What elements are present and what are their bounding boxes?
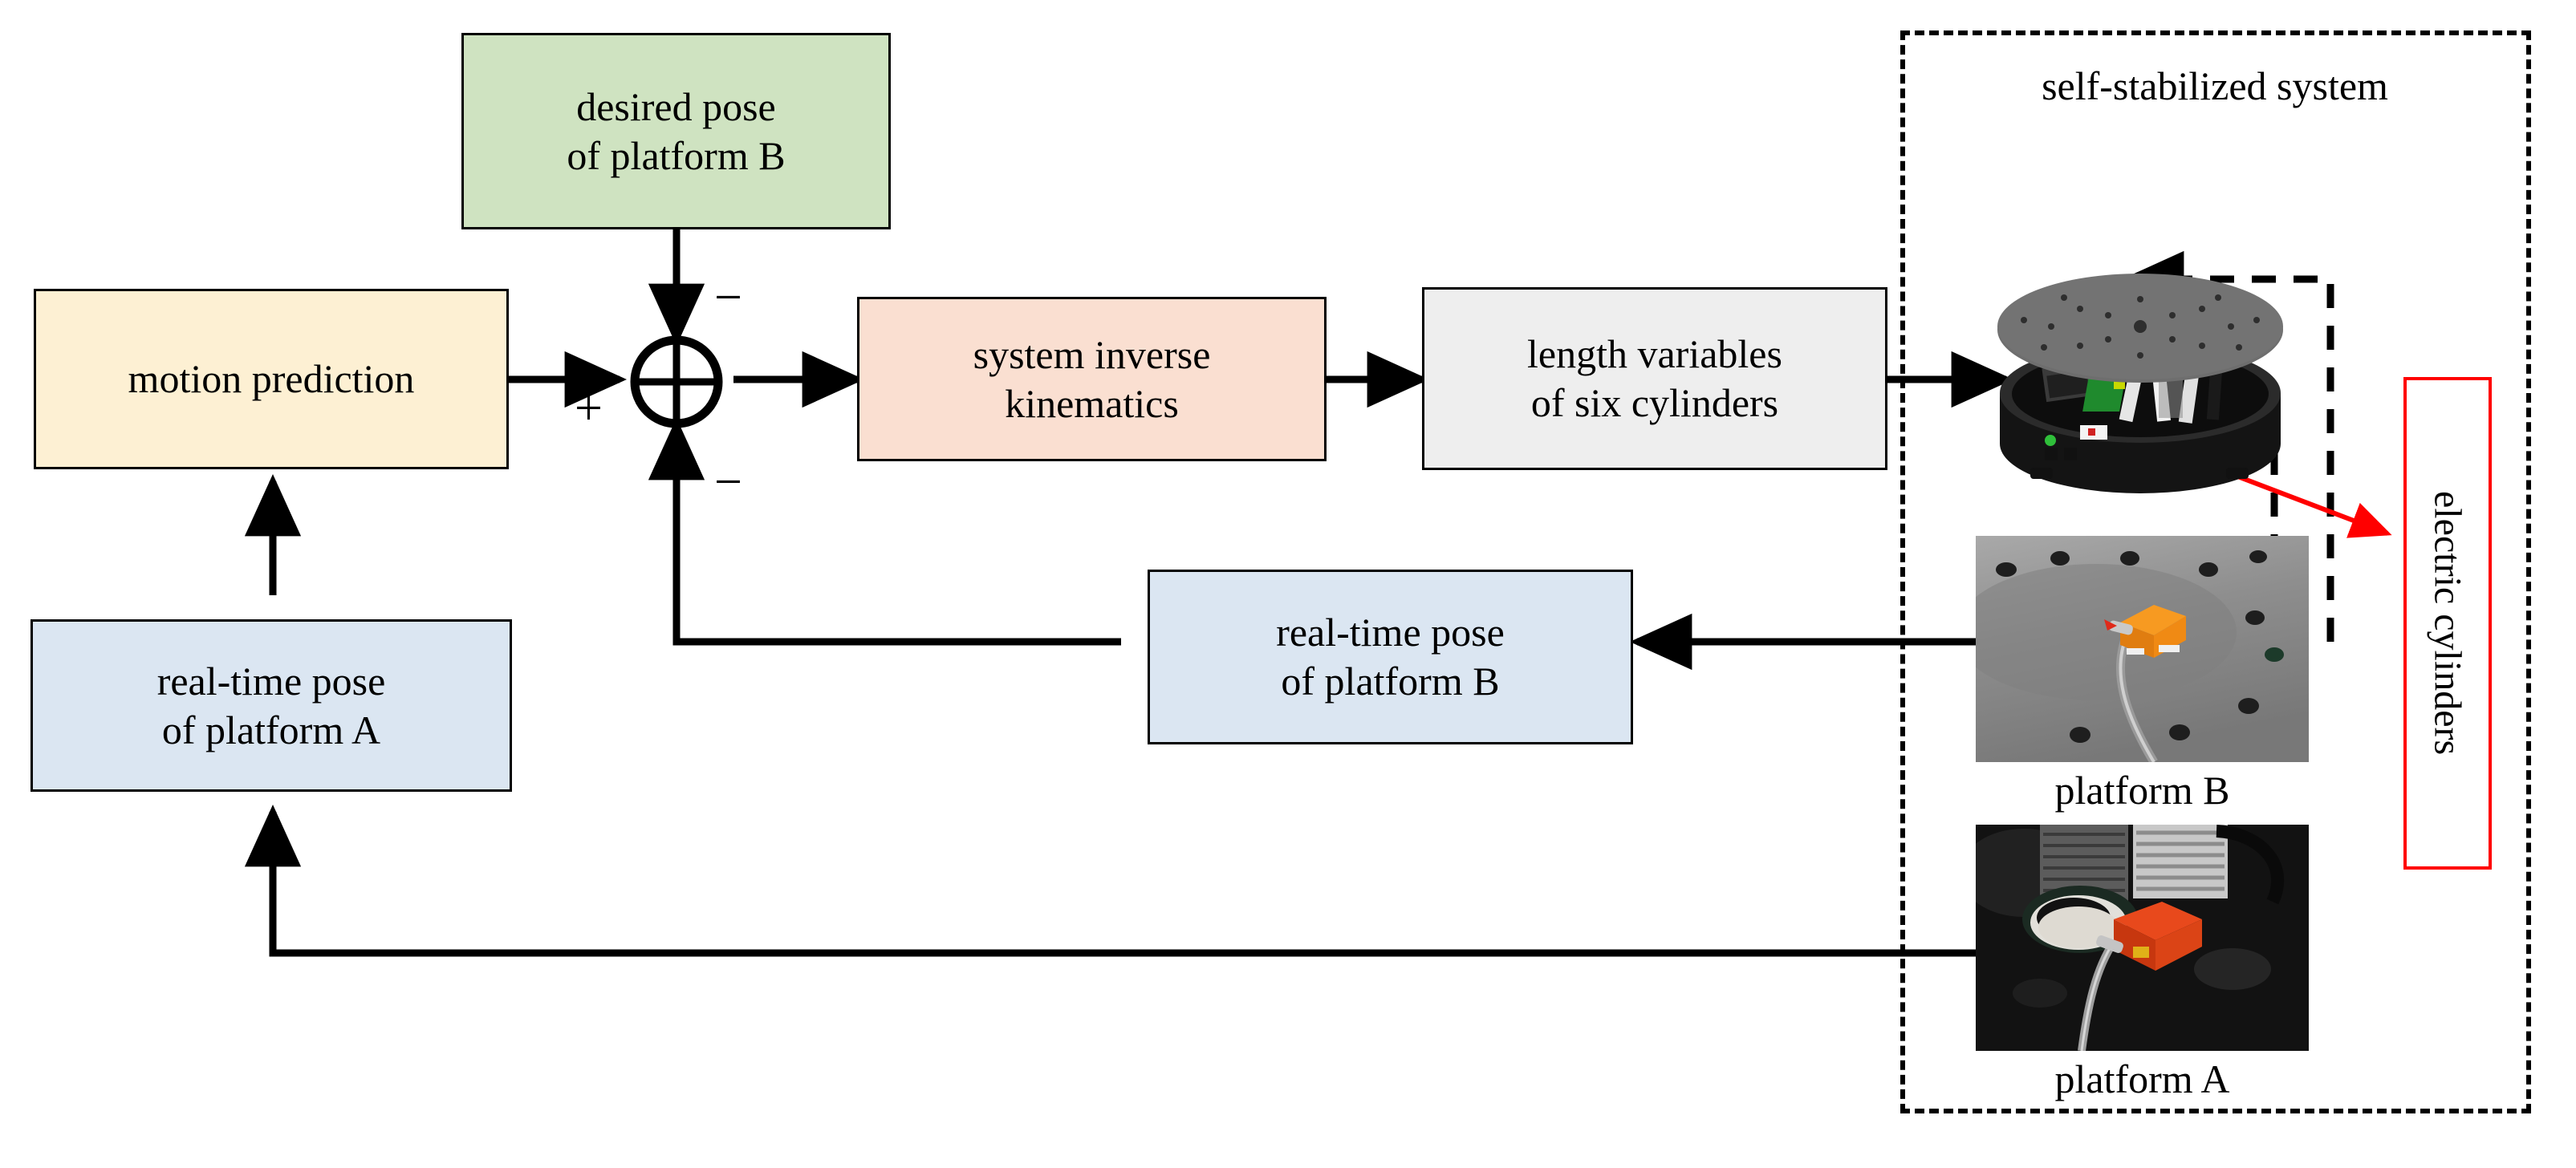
imu-sensor-photo-a bbox=[1976, 825, 2309, 1051]
callout-electric-cylinders[interactable]: electric cylinders bbox=[2403, 377, 2492, 870]
label-platform-b: platform B bbox=[2054, 768, 2230, 813]
summing-junction-icon bbox=[630, 335, 723, 428]
callout-electric-cylinders-label: electric cylinders bbox=[2426, 491, 2469, 756]
link-platforma-to-posea bbox=[244, 804, 1976, 957]
imu-sensor-photo-b bbox=[1976, 536, 2309, 762]
block-system-inverse-kinematics[interactable]: system inverse kinematics bbox=[857, 297, 1327, 461]
sign-minus-bottom: − bbox=[714, 455, 742, 509]
block-length-variables[interactable]: length variables of six cylinders bbox=[1422, 287, 1887, 470]
label-platform-a: platform A bbox=[2054, 1056, 2230, 1101]
self-stabilized-system-boundary bbox=[1900, 30, 2531, 1113]
stewart-platform-image bbox=[1968, 253, 2345, 509]
sign-minus-top: − bbox=[714, 270, 742, 325]
block-motion-prediction[interactable]: motion prediction bbox=[34, 289, 509, 469]
block-realtime-pose-a[interactable]: real-time pose of platform A bbox=[30, 619, 512, 792]
block-realtime-pose-b[interactable]: real-time pose of platform B bbox=[1148, 570, 1633, 744]
sign-plus: + bbox=[575, 381, 603, 436]
label-self-stabilized-system: self-stabilized system bbox=[2042, 63, 2388, 108]
block-desired-pose-b[interactable]: desired pose of platform B bbox=[461, 33, 891, 229]
